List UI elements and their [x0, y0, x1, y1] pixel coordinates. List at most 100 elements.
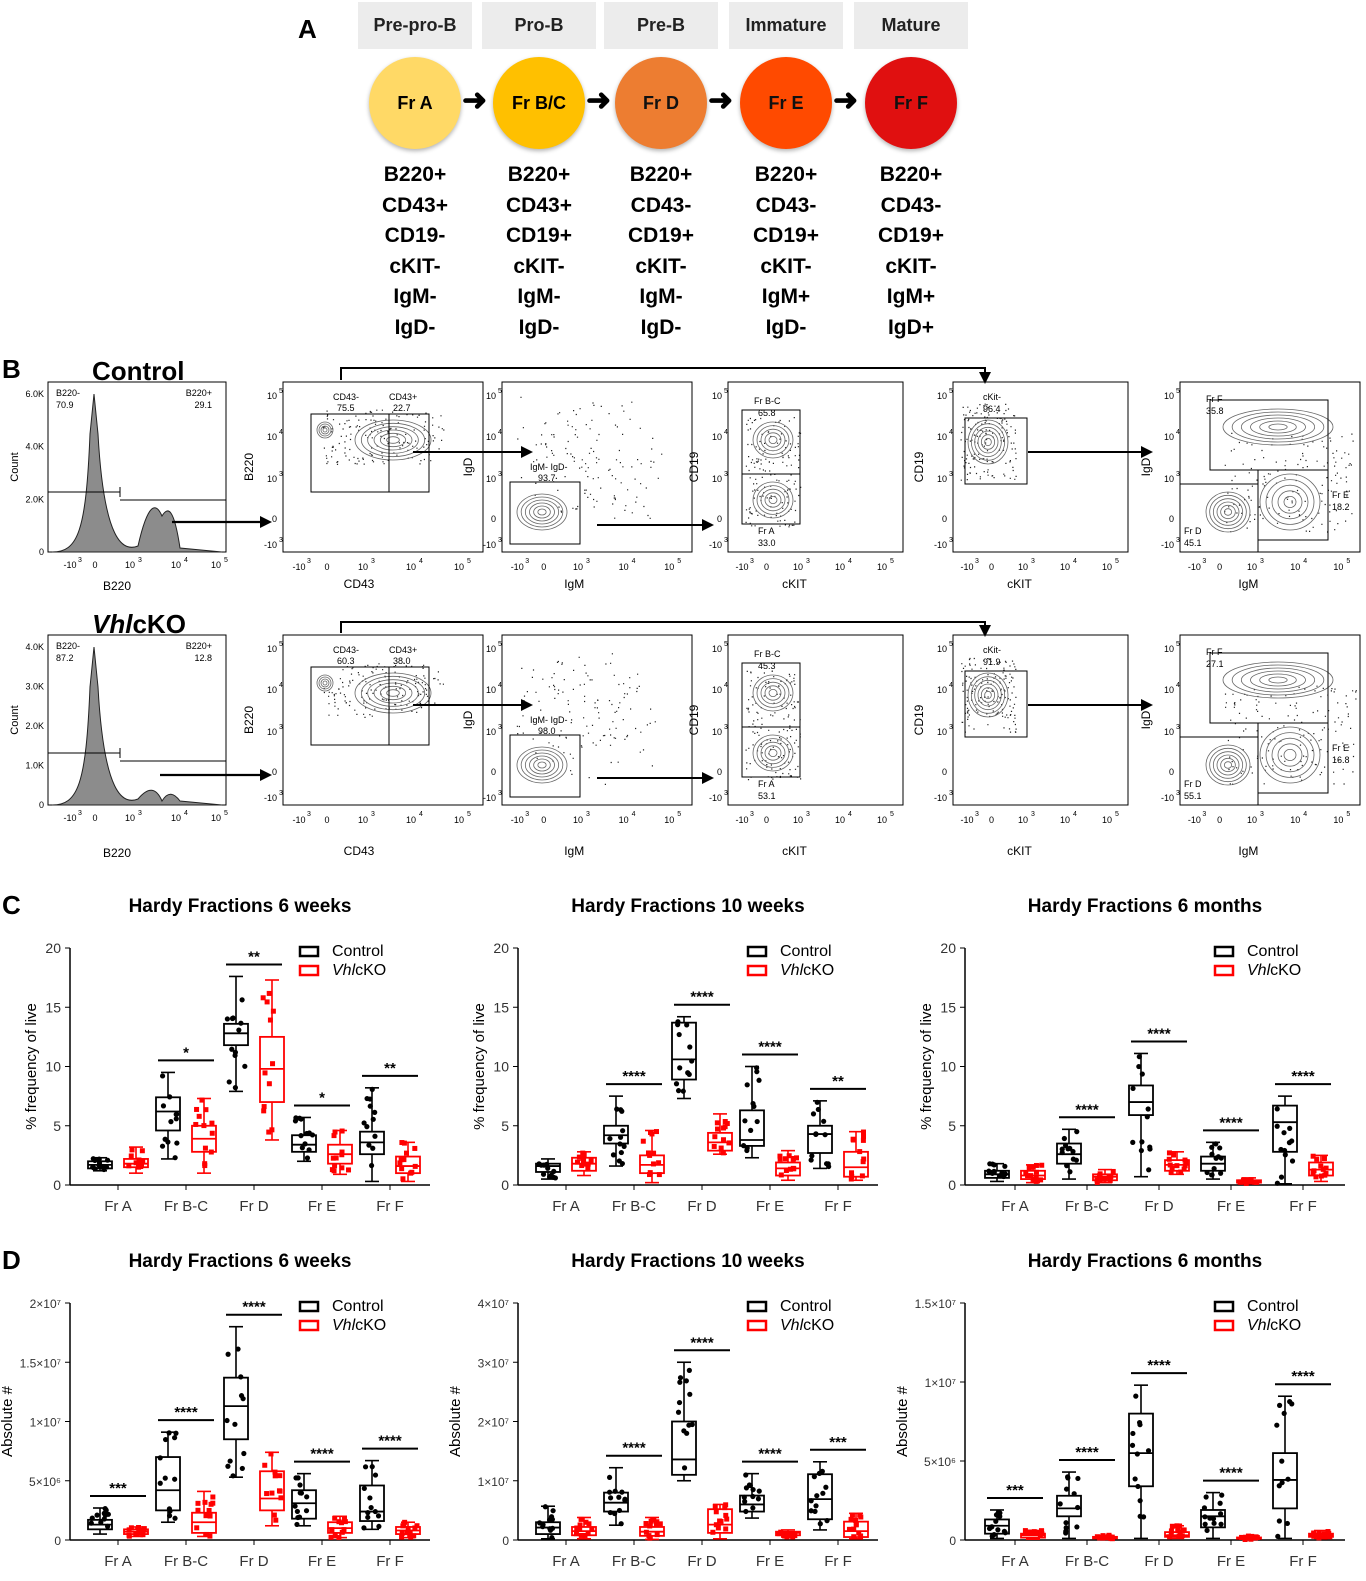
contour-ring [537, 761, 547, 769]
contour-ring [760, 741, 786, 765]
data-point [1065, 1146, 1071, 1152]
dotplot-ytick-exp: 3 [279, 724, 283, 731]
data-point [137, 1530, 143, 1536]
marker: cKIT- [885, 254, 937, 278]
hist-ytick: 3.0K [25, 682, 44, 692]
legend-rest: cKO [803, 962, 834, 979]
dotplot-ylabel: IgD [1139, 457, 1153, 476]
contour-ring [977, 430, 999, 454]
dotplot-frame [952, 634, 1129, 806]
data-point [711, 1143, 717, 1149]
data-point [1033, 1162, 1039, 1168]
significance-label: **** [378, 1433, 402, 1450]
data-point [817, 1521, 823, 1527]
data-point [1061, 1135, 1067, 1142]
data-point [304, 1494, 310, 1500]
data-point [1323, 1171, 1329, 1177]
data-point [861, 1156, 867, 1162]
contour-ring [764, 432, 782, 448]
data-point [720, 1150, 726, 1156]
contour-ring [529, 502, 555, 522]
contour-ring [360, 422, 426, 458]
data-point [136, 1525, 142, 1531]
data-point [229, 1046, 235, 1052]
data-point [846, 1526, 852, 1532]
dotplot-ytick-exp: 5 [498, 388, 502, 395]
significance-label: **** [690, 1334, 714, 1351]
data-point [653, 1522, 659, 1528]
gate-value: 33.0 [758, 538, 776, 548]
dotplot-ytick-exp: 4 [949, 429, 953, 436]
dotplot-ytick-exp: 3 [498, 537, 502, 544]
dotplot-xtick: 10 [406, 815, 416, 825]
data-point [1134, 1451, 1140, 1457]
data-point [620, 1128, 626, 1134]
data-point [786, 1153, 792, 1159]
data-point [718, 1145, 724, 1151]
data-point [126, 1527, 132, 1533]
y-tick-label: 20 [493, 940, 509, 956]
data-point [1287, 1399, 1293, 1405]
data-point [1244, 1178, 1250, 1184]
data-point [794, 1155, 800, 1161]
dotplot-ytick: 10 [486, 474, 496, 484]
data-point [751, 1103, 757, 1109]
significance-label: **** [758, 1446, 782, 1463]
data-point [648, 1518, 654, 1524]
dotplot-ytick-exp: 3 [279, 790, 283, 797]
x-tick-label: Fr A [1001, 1553, 1029, 1570]
dotplot-xlabel: cKIT [1007, 844, 1032, 858]
data-point [271, 1512, 277, 1518]
data-point [621, 1143, 627, 1149]
dotplot-ytick-exp: 4 [1176, 682, 1180, 689]
dotplot-ytick-exp: 3 [1176, 471, 1180, 478]
contour-ring [768, 688, 778, 697]
dotplot-events [323, 662, 444, 718]
data-point [754, 1069, 760, 1075]
marker-list: B220+CD43-CD19+cKIT-IgM+IgD+ [841, 160, 981, 343]
legend-rest: cKO [1270, 1317, 1301, 1334]
legend-label: Control [332, 943, 384, 960]
data-point [1136, 1054, 1142, 1060]
dotplot-ytick: 0 [942, 514, 947, 524]
data-point [332, 1129, 338, 1135]
box [843, 1150, 869, 1178]
dotplot-xtick: 10 [664, 815, 674, 825]
marker: cKIT- [760, 254, 812, 278]
dotplot-xtick: 10 [664, 562, 674, 572]
dotplot-ytick-exp: 3 [498, 790, 502, 797]
dotplot-ylabel: IgD [461, 457, 475, 476]
data-point [1108, 1173, 1114, 1179]
hist-xtick: 10 [171, 813, 181, 823]
hist-neg-value: 70.9 [56, 400, 74, 410]
gate-label: Fr E [1332, 490, 1349, 500]
data-point [808, 1508, 814, 1514]
data-point [1274, 1106, 1280, 1112]
arrow-head [1141, 446, 1153, 458]
y-tick-label: 5×10⁶ [29, 1475, 61, 1489]
data-point [1136, 1063, 1142, 1070]
data-point [860, 1137, 866, 1143]
contour-ring [967, 672, 1009, 718]
data-point [1217, 1511, 1224, 1517]
data-point [1067, 1169, 1073, 1175]
data-point [743, 1508, 749, 1515]
data-point [858, 1533, 864, 1539]
data-point [647, 1523, 653, 1529]
contour-ring [533, 505, 551, 519]
data-point [540, 1524, 546, 1530]
data-point [195, 1507, 201, 1513]
dotplot-xtick-exp: 3 [371, 811, 375, 818]
legend-swatch [746, 1319, 768, 1332]
data-point [787, 1166, 793, 1172]
marker-list: B220+CD43+CD19+cKIT-IgM-IgD- [469, 160, 609, 343]
data-point [580, 1150, 586, 1156]
data-point [825, 1161, 831, 1167]
dotplot-xtick: -10 [735, 562, 748, 572]
dotplot-xtick-exp: 5 [467, 558, 471, 565]
data-point [612, 1510, 618, 1517]
data-point [366, 1142, 372, 1148]
stage-header: Immature [729, 2, 843, 49]
marker: IgM+ [886, 285, 936, 308]
